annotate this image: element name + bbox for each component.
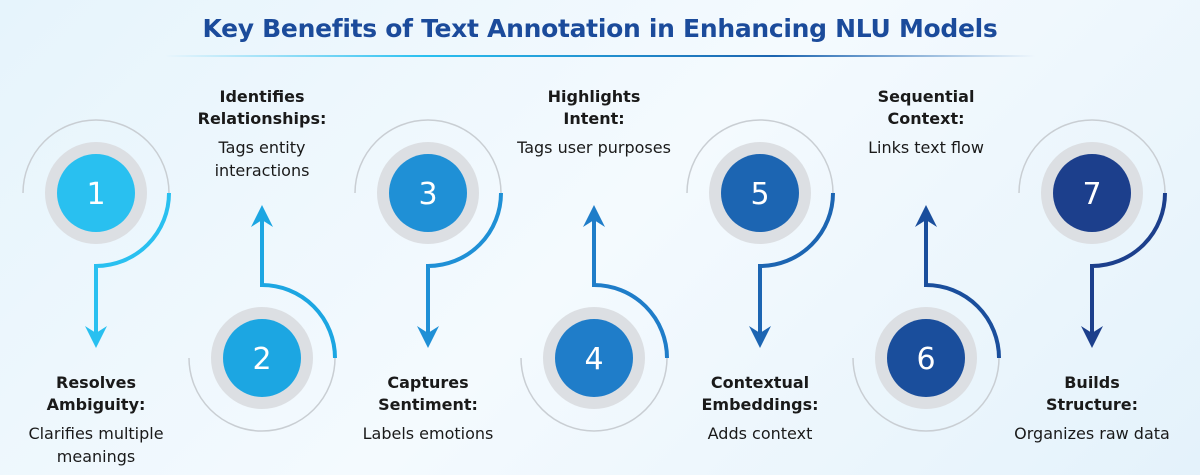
step-description: Links text flow: [868, 138, 984, 157]
step-number: 6: [916, 342, 935, 377]
step-description: Adds context: [707, 424, 813, 443]
connector-line: [260, 215, 337, 359]
step-label: Builds Structure: Organizes raw data: [997, 372, 1187, 445]
connector-line: [592, 215, 669, 359]
connector-line: [758, 192, 835, 338]
step-circle: [721, 154, 799, 232]
arrow-down-icon: [1081, 326, 1103, 348]
outer-arc: [22, 119, 170, 194]
step-circle: [1053, 154, 1131, 232]
step-heading: Resolves Ambiguity:: [46, 373, 146, 414]
connector-line: [924, 215, 1001, 359]
step-number: 7: [1082, 177, 1101, 212]
step-number: 3: [418, 177, 437, 212]
arrow-down-icon: [85, 326, 107, 348]
step-number: 5: [750, 177, 769, 212]
outer-arc: [1018, 119, 1166, 194]
step-number: 4: [584, 342, 603, 377]
step-description: Labels emotions: [362, 424, 494, 443]
outer-arc: [686, 119, 834, 194]
step-number: 1: [86, 177, 105, 212]
arrow-down-icon: [417, 326, 439, 348]
step-label: Resolves Ambiguity: Clarifies multiple me…: [1, 372, 191, 468]
step-label: Highlights Intent: Tags user purposes: [499, 86, 689, 159]
step-heading: Highlights Intent:: [547, 87, 641, 128]
step-heading: Identifies Relationships:: [197, 87, 327, 128]
step-description: Clarifies multiple meanings: [28, 424, 164, 466]
step-circle: [389, 154, 467, 232]
step-heading: Contextual Embeddings:: [701, 373, 819, 414]
step-label: Identifies Relationships: Tags entity int…: [167, 86, 357, 182]
outer-arc: [520, 357, 668, 432]
step-description: Tags entity interactions: [214, 138, 310, 180]
step-circle: [57, 154, 135, 232]
arrow-down-icon: [749, 326, 771, 348]
step-description: Tags user purposes: [517, 138, 671, 157]
outer-arc: [354, 119, 502, 194]
step-heading: Sequential Context:: [877, 87, 975, 128]
connector-line: [1090, 192, 1167, 338]
connector-line: [426, 192, 503, 338]
step-heading: Captures Sentiment:: [378, 373, 478, 414]
outer-arc: [188, 357, 336, 432]
title-underline: [165, 55, 1035, 57]
step-label: Contextual Embeddings: Adds context: [665, 372, 855, 445]
arrow-up-icon: [583, 205, 605, 227]
connector-line: [94, 192, 171, 338]
step-circle: [223, 319, 301, 397]
step-heading: Builds Structure:: [1045, 373, 1139, 414]
outer-arc: [852, 357, 1000, 432]
page-title: Key Benefits of Text Annotation in Enhan…: [202, 14, 998, 43]
arrow-up-icon: [915, 205, 937, 227]
arrow-up-icon: [251, 205, 273, 227]
step-number: 2: [252, 342, 271, 377]
step-circle: [555, 319, 633, 397]
step-circle: [887, 319, 965, 397]
step-description: Organizes raw data: [1014, 424, 1170, 443]
step-label: Captures Sentiment: Labels emotions: [333, 372, 523, 445]
step-label: Sequential Context: Links text flow: [831, 86, 1021, 159]
